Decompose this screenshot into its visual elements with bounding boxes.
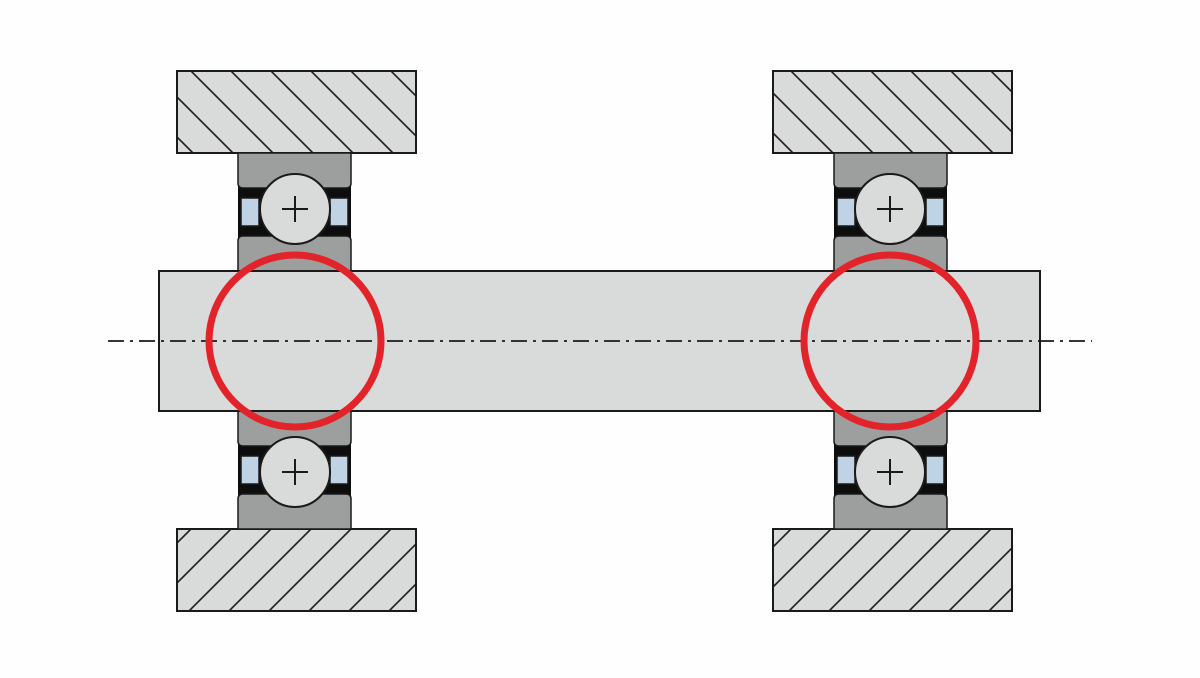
bearing-left-upper xyxy=(237,152,352,272)
housing-bottom-left xyxy=(176,528,417,612)
plus-icon xyxy=(282,196,308,222)
plus-icon xyxy=(877,459,903,485)
bearing-left-lower xyxy=(237,410,352,530)
plus-icon xyxy=(877,196,903,222)
housing-top-right xyxy=(772,70,1013,154)
highlight-circle-left xyxy=(205,251,385,431)
highlight-circle-right xyxy=(800,251,980,431)
housing-bottom-right xyxy=(772,528,1013,612)
plus-icon xyxy=(282,459,308,485)
housing-top-left xyxy=(176,70,417,154)
